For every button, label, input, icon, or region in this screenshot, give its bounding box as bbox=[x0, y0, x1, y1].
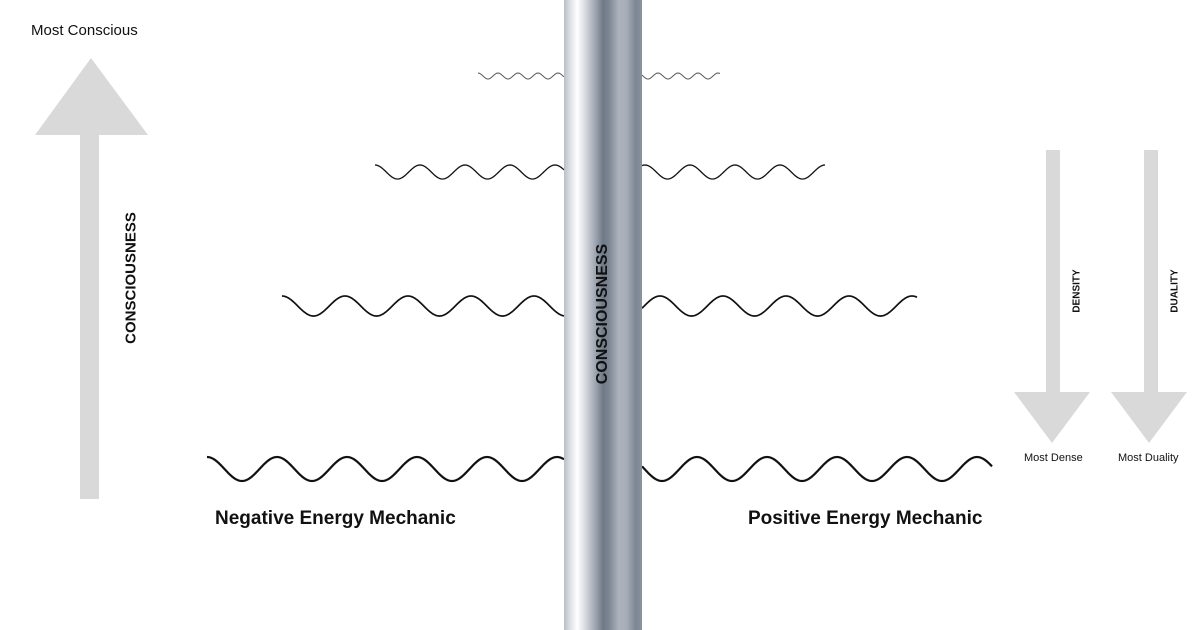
left-arrow-label: CONSCIOUSNESS bbox=[122, 212, 140, 344]
duality-down-arrow bbox=[1111, 150, 1187, 443]
most-dense-label: Most Dense bbox=[1024, 452, 1083, 464]
density-down-arrow bbox=[1014, 150, 1090, 443]
duality-label: DUALITY bbox=[1169, 269, 1181, 313]
wave-3-right bbox=[641, 295, 918, 317]
wave-2-left bbox=[374, 164, 565, 180]
most-duality-label: Most Duality bbox=[1118, 452, 1179, 464]
wave-4-right bbox=[641, 455, 993, 483]
positive-energy-label: Positive Energy Mechanic bbox=[748, 508, 983, 529]
energy-waves bbox=[206, 72, 993, 483]
wave-3-left bbox=[281, 295, 565, 317]
negative-energy-label: Negative Energy Mechanic bbox=[215, 508, 456, 529]
most-conscious-label: Most Conscious bbox=[31, 22, 138, 39]
wave-1-right bbox=[641, 72, 721, 80]
consciousness-up-arrow bbox=[35, 58, 148, 499]
pillar-label: CONSCIOUSNESS bbox=[594, 243, 611, 385]
wave-4-left bbox=[206, 455, 565, 483]
consciousness-pillar bbox=[564, 0, 642, 630]
wave-2-right bbox=[641, 164, 826, 180]
wave-1-left bbox=[477, 72, 565, 80]
density-label: DENSITY bbox=[1071, 269, 1083, 313]
